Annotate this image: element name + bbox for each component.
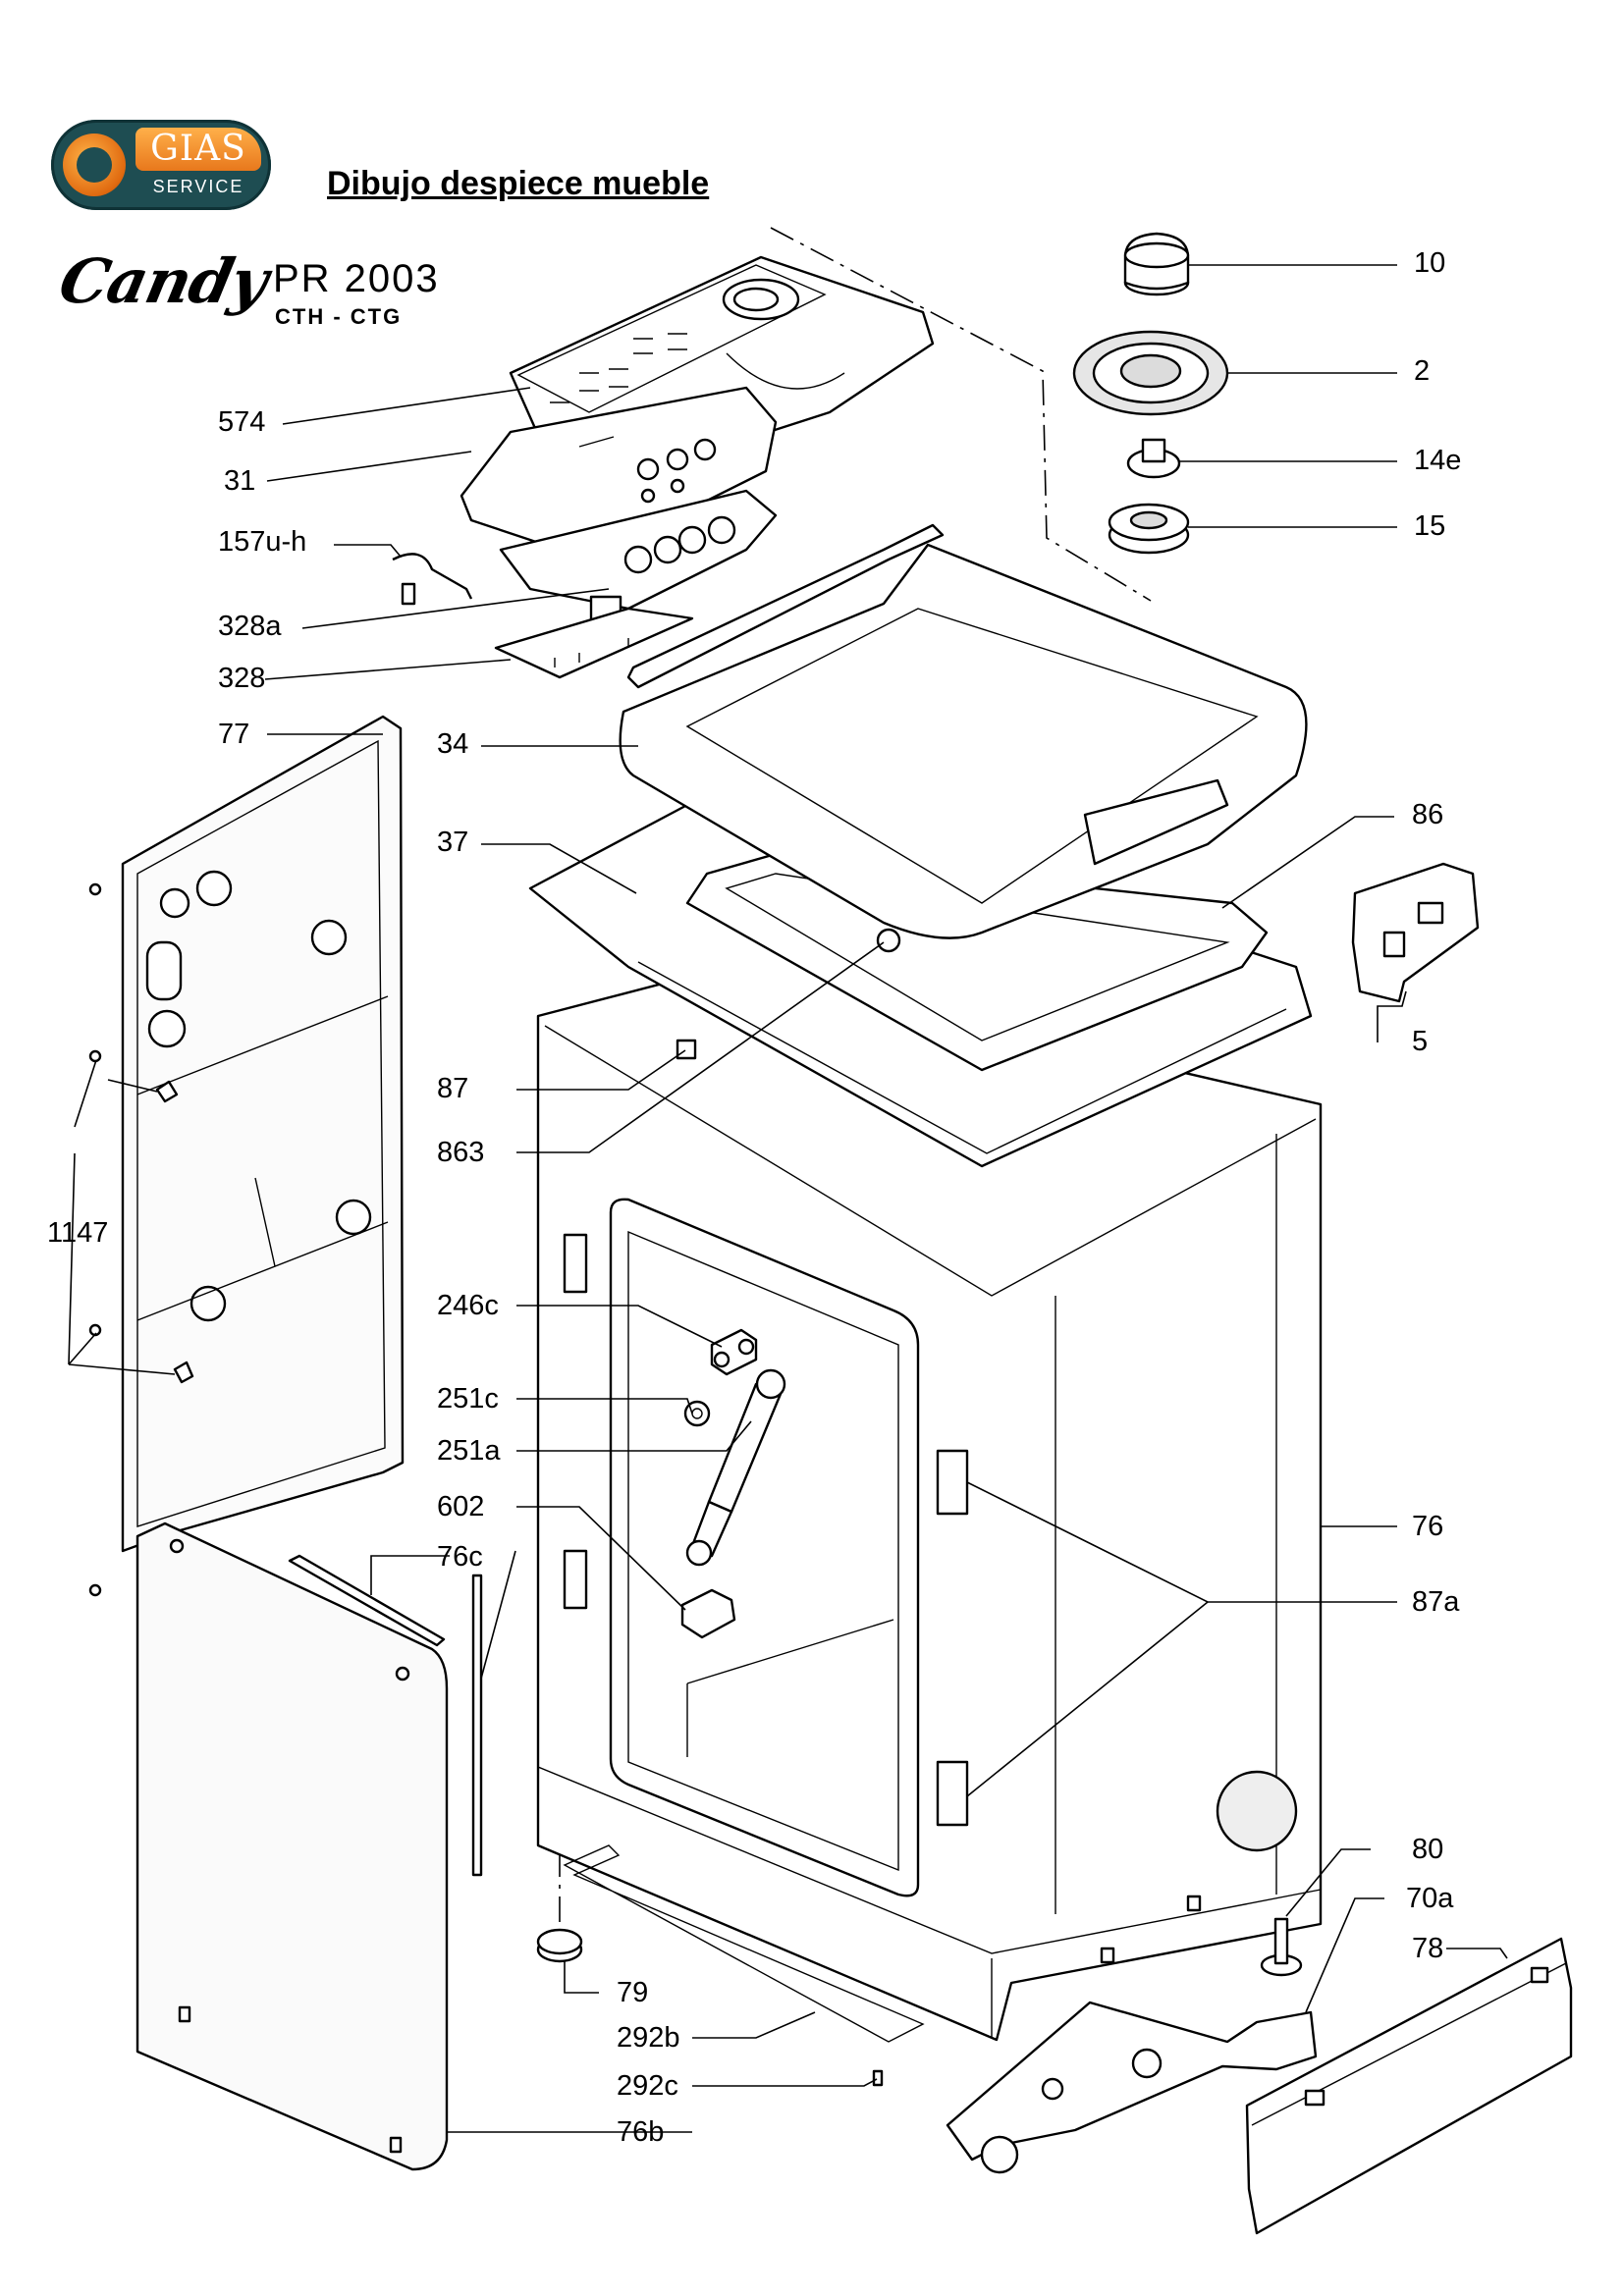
part-label-251c: 251c xyxy=(437,1383,499,1415)
rear-foot xyxy=(536,1928,583,1963)
absorber-washer xyxy=(683,1400,711,1427)
part-label-328: 328 xyxy=(218,663,266,694)
leader-lines xyxy=(264,264,1508,2133)
part-label-77: 77 xyxy=(218,719,250,750)
part-label-78: 78 xyxy=(1412,1933,1444,1964)
top-lid xyxy=(619,543,1308,939)
part-label-86: 86 xyxy=(1412,799,1444,830)
part-label-34: 34 xyxy=(437,728,469,760)
logo-text: GIAS xyxy=(135,128,261,171)
part-label-602: 602 xyxy=(437,1491,485,1522)
part-label-157u-h: 157u-h xyxy=(218,526,307,558)
cable-connector xyxy=(401,582,416,606)
side-panel-lower xyxy=(135,1522,449,2171)
part-label-76b: 76b xyxy=(617,2116,665,2148)
page-title: Dibujo despiece mueble xyxy=(327,165,710,202)
part-label-574: 574 xyxy=(218,406,266,438)
leaders-1147 xyxy=(68,1059,176,1375)
part-label-87a: 87a xyxy=(1412,1586,1460,1618)
part-label-328a: 328a xyxy=(218,611,282,642)
logo-subtext: SERVICE xyxy=(152,177,244,196)
part-label-10: 10 xyxy=(1414,247,1446,279)
lid-catch xyxy=(676,1039,697,1060)
trim-strip xyxy=(288,1554,446,1647)
part-label-76: 76 xyxy=(1412,1511,1444,1542)
part-label-14e: 14e xyxy=(1414,445,1462,476)
model-name: PR 2003 xyxy=(273,257,440,300)
base-plate xyxy=(563,1844,925,2043)
part-label-31: 31 xyxy=(224,465,256,497)
lid-hinge-rail xyxy=(626,523,945,689)
wheel-carriage xyxy=(946,2001,1318,2174)
part-label-70a: 70a xyxy=(1406,1883,1454,1914)
screw-set xyxy=(88,882,194,1597)
part-label-863: 863 xyxy=(437,1137,485,1168)
part-label-292b: 292b xyxy=(617,2022,680,2054)
cabinet-body xyxy=(536,965,1323,2042)
rear-panel xyxy=(121,715,405,1553)
trim-strip-vertical xyxy=(471,1574,483,1877)
part-label-2: 2 xyxy=(1414,355,1431,387)
part-label-292c: 292c xyxy=(617,2070,678,2102)
part-label-1147: 1147 xyxy=(47,1217,109,1249)
dial-ring-part xyxy=(1072,330,1229,416)
door-lock-part xyxy=(1351,862,1480,1003)
programmer-base-part xyxy=(1108,503,1190,555)
logo-emblem-icon xyxy=(63,133,126,196)
shock-absorber xyxy=(685,1368,786,1567)
part-label-5: 5 xyxy=(1412,1026,1429,1057)
base-screw xyxy=(872,2069,884,2087)
part-label-79: 79 xyxy=(617,1977,649,2008)
absorber-bracket-bottom xyxy=(680,1588,736,1639)
part-label-87: 87 xyxy=(437,1073,469,1104)
pcb-board xyxy=(494,607,694,679)
gias-service-logo: GIAS SERVICE xyxy=(51,120,271,210)
knob-part xyxy=(1123,232,1190,296)
part-label-76c: 76c xyxy=(437,1541,483,1573)
lid-button xyxy=(876,928,901,953)
part-label-251a: 251a xyxy=(437,1435,501,1467)
part-label-37: 37 xyxy=(437,827,469,858)
part-label-15: 15 xyxy=(1414,510,1446,542)
adjustable-foot xyxy=(1260,1917,1303,1977)
front-plinth xyxy=(1245,1937,1573,2235)
selector-cam-part xyxy=(1126,438,1181,479)
part-label-246c: 246c xyxy=(437,1290,499,1321)
part-label-80: 80 xyxy=(1412,1834,1444,1865)
alignment-line-top xyxy=(770,227,1152,602)
model-variants: CTH - CTG xyxy=(275,304,403,329)
